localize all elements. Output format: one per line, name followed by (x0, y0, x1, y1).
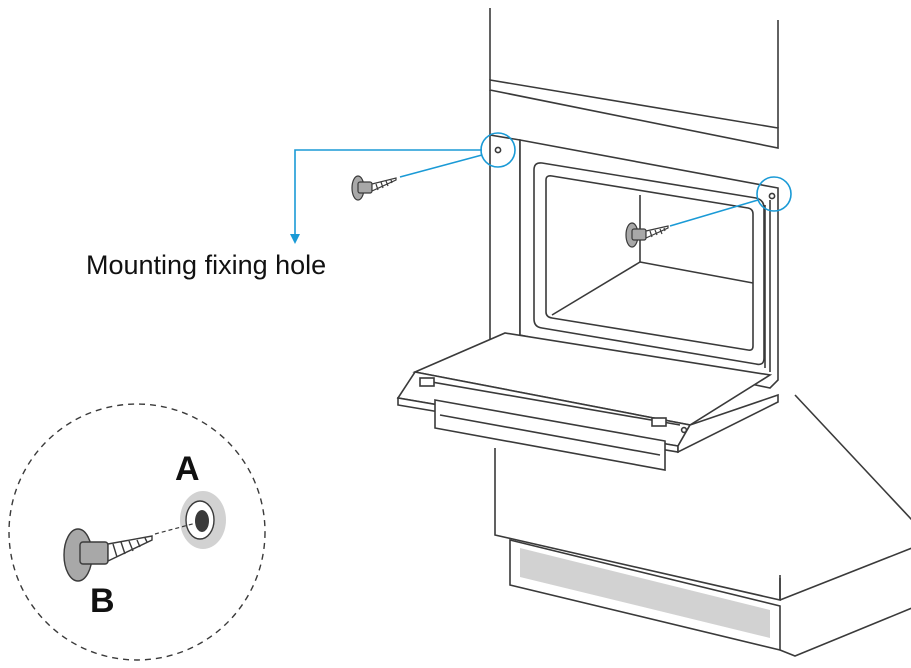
cabinet (489, 8, 911, 657)
oven (489, 134, 779, 401)
callouts (290, 132, 792, 244)
wood-screw-icon (351, 175, 397, 201)
fixing-hole-right (768, 192, 776, 200)
cabinet-side-diagonal (794, 394, 911, 521)
callout-arrow-head (290, 234, 300, 244)
label-b: B (90, 582, 115, 620)
detail-guide-line (154, 522, 197, 535)
label-a: A (175, 450, 200, 488)
fixing-hole-left (494, 146, 502, 154)
cavity-floor-diagonal (551, 261, 641, 316)
fixing-hole-icon (180, 491, 226, 549)
callout-circle-right (756, 176, 792, 212)
cavity-back-floor-line (639, 261, 754, 284)
callout-leader-line (294, 149, 482, 238)
detail-circle (8, 403, 266, 661)
wood-screw-icon (63, 528, 153, 582)
plinth-side (779, 607, 911, 657)
door-handle-line (439, 414, 661, 456)
screw-guide-left (399, 154, 483, 178)
mounting-fixing-hole-label: Mounting fixing hole (86, 250, 327, 280)
detail-inset (8, 403, 266, 661)
cabinet-lower-side (779, 547, 911, 601)
door-hinge-left (419, 377, 435, 387)
screw-guide-right (669, 199, 759, 227)
oven-door (396, 332, 779, 471)
plinth-recess (520, 548, 770, 638)
wood-screw-icon (625, 222, 669, 248)
door-right-edge (677, 393, 779, 454)
door-rim-line (419, 379, 681, 426)
door-screw-right (680, 426, 688, 434)
door-hinge-right (651, 417, 667, 427)
cabinet-top-band (489, 79, 779, 149)
